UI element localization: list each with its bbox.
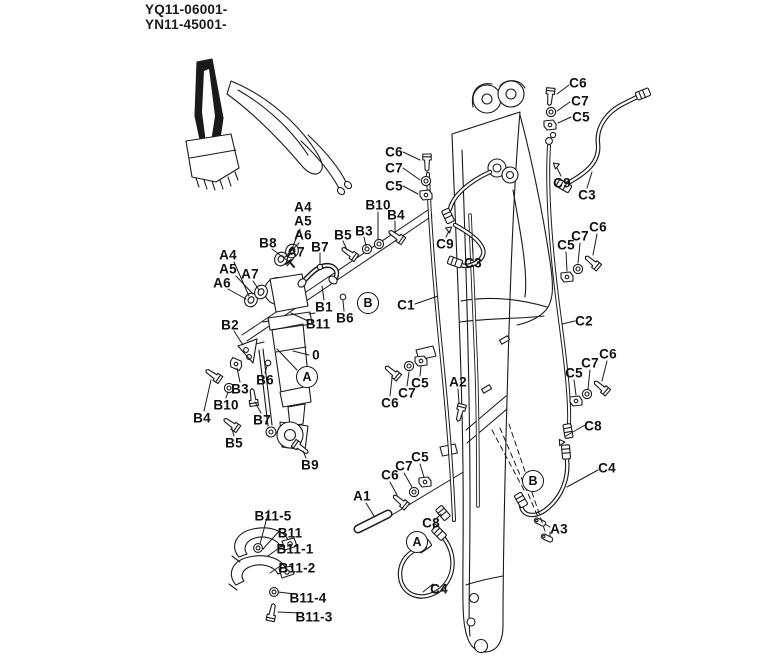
part-label-B7: B7 (253, 412, 271, 428)
arm-beam (415, 80, 553, 654)
part-label-B1: B1 (315, 299, 333, 315)
part-label-B10: B10 (213, 397, 239, 413)
part-label-B11-2: B11-2 (278, 560, 316, 576)
part-label-C5: C5 (385, 178, 403, 194)
part-label-C4: C4 (598, 460, 616, 476)
part-label-A7: A7 (287, 244, 305, 260)
part-label-C5: C5 (565, 365, 583, 381)
part-label-B6: B6 (256, 372, 274, 388)
part-label-C6: C6 (599, 346, 617, 362)
part-label-B5: B5 (225, 435, 243, 451)
part-label-C6: C6 (381, 395, 399, 411)
part-label-C8: C8 (584, 418, 602, 434)
part-label-B11: B11 (277, 525, 303, 541)
part-label-B3: B3 (231, 381, 249, 397)
part-label-A4: A4 (294, 199, 312, 215)
part-label-C1: C1 (397, 297, 415, 313)
part-label-B2: B2 (221, 317, 239, 333)
drawing-number-line2: YN11-45001- (145, 17, 227, 32)
part-label-C6: C6 (385, 144, 403, 160)
part-label-B11-1: B11-1 (276, 541, 314, 557)
part-label-A6: A6 (213, 275, 231, 291)
part-label-B11: B11 (305, 316, 331, 332)
fastener-icons (353, 87, 612, 544)
part-label-C6: C6 (589, 219, 607, 235)
part-label-C5: C5 (411, 449, 429, 465)
part-label-A4: A4 (219, 247, 237, 263)
part-label-0: 0 (312, 347, 320, 363)
connection-point-b-0: B (357, 292, 379, 314)
part-label-C2: C2 (575, 313, 593, 329)
part-label-C7: C7 (385, 160, 403, 176)
part-label-C3: C3 (578, 187, 596, 203)
part-label-C6: C6 (569, 75, 587, 91)
part-label-C7: C7 (571, 228, 589, 244)
part-label-A1: A1 (353, 488, 371, 504)
part-label-A7: A7 (241, 266, 259, 282)
part-label-C7: C7 (398, 385, 416, 401)
part-label-B6: B6 (336, 310, 354, 326)
part-label-B11-4: B11-4 (289, 590, 327, 606)
part-label-B4: B4 (387, 207, 405, 223)
part-label-B4: B4 (193, 410, 211, 426)
part-label-A5: A5 (294, 213, 312, 229)
part-label-B11-5: B11-5 (254, 508, 292, 524)
part-label-B10: B10 (365, 197, 391, 213)
hydraulic-lines (397, 87, 652, 599)
connection-point-a-3: A (406, 531, 428, 553)
part-label-C8: C8 (422, 515, 440, 531)
bucket-cylinder-assembly (237, 262, 340, 451)
part-label-C7: C7 (581, 355, 599, 371)
part-label-B7: B7 (311, 239, 329, 255)
part-label-B3: B3 (355, 223, 373, 239)
part-label-C6: C6 (381, 467, 399, 483)
part-label-A5: A5 (219, 261, 237, 277)
part-label-B5: B5 (334, 227, 352, 243)
part-label-C5: C5 (557, 237, 575, 253)
part-label-C3: C3 (464, 255, 482, 271)
connection-point-a-1: A (296, 366, 318, 388)
part-label-C4: C4 (430, 581, 448, 597)
connection-point-b-2: B (522, 470, 544, 492)
part-label-C7: C7 (395, 458, 413, 474)
excavator-thumbnail-icon (185, 58, 353, 196)
part-label-A6: A6 (294, 227, 312, 243)
part-label-A3: A3 (550, 521, 568, 537)
part-label-B9: B9 (301, 457, 319, 473)
drawing-number-line1: YQ11-06001- (145, 2, 228, 17)
part-label-C7: C7 (571, 93, 589, 109)
part-label-C5: C5 (572, 109, 590, 125)
part-label-B8: B8 (259, 235, 277, 251)
part-label-A2: A2 (449, 374, 467, 390)
part-label-C9: C9 (436, 236, 454, 252)
part-label-C9: C9 (553, 175, 571, 191)
part-label-C5: C5 (411, 375, 429, 391)
part-label-B11-3: B11-3 (295, 609, 333, 625)
leader-lines (203, 84, 608, 614)
drawing-number-header: YQ11-06001- YN11-45001- (145, 2, 228, 32)
